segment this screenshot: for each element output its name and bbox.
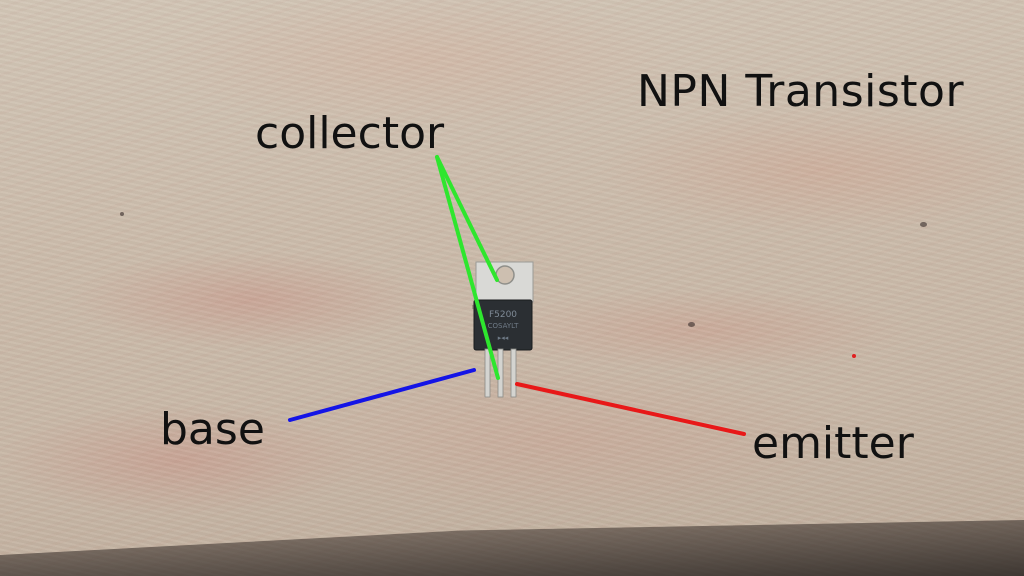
red-spot [852,354,856,358]
pin-emitter [510,348,517,398]
emitter-pointer [515,382,746,436]
surface-spot [120,212,124,216]
marking-symbols: ▸◂◂ [498,334,509,342]
collector-pointer [435,155,500,380]
emitter-label: emitter [752,418,914,469]
transistor-component: F5200 COSAYLT ▸◂◂ [472,261,534,398]
pin-base [484,348,491,398]
collector-label: collector [255,108,445,159]
diagram-title: NPN Transistor [637,66,965,117]
mounting-hole [495,265,515,285]
marking-text-2: COSAYLT [488,322,519,330]
base-label: base [160,404,265,455]
pin-collector [497,348,504,398]
surface-spot [920,222,927,227]
base-pointer [288,368,476,422]
marking-text-1: F5200 [489,310,517,320]
surface-spot [688,322,695,327]
